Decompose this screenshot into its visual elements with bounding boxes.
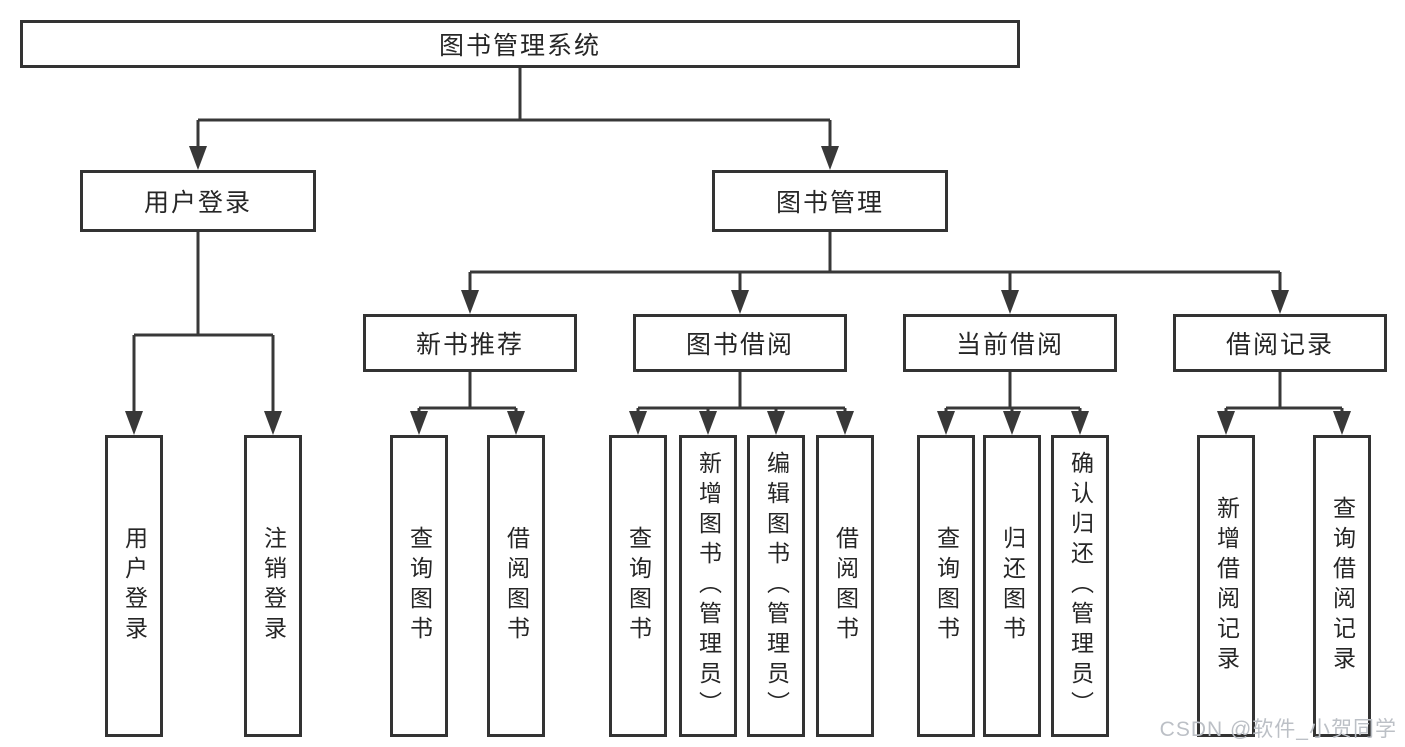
leaf-borrow-books-recommend-label: 借阅图书 bbox=[503, 526, 530, 646]
leaf-logout: 注销登录 bbox=[244, 435, 302, 737]
leaf-add-books-admin-label: 新增图书（管理员） bbox=[695, 451, 722, 721]
arrowhead bbox=[1217, 411, 1235, 435]
leaf-edit-books-admin-label: 编辑图书（管理员） bbox=[763, 451, 790, 721]
node-root-label: 图书管理系统 bbox=[438, 32, 601, 60]
node-borrow-records-label: 借阅记录 bbox=[1225, 331, 1334, 359]
leaf-query-books-recommend-label: 查询图书 bbox=[406, 526, 433, 646]
arrowhead bbox=[767, 411, 785, 435]
node-user-login: 用户登录 bbox=[80, 170, 316, 232]
arrowhead bbox=[189, 146, 207, 170]
node-current-borrow-label: 当前借阅 bbox=[955, 331, 1064, 359]
watermark: CSDN @软件_小贺同学 bbox=[1159, 718, 1397, 741]
connector-path bbox=[944, 372, 1082, 417]
arrowhead bbox=[1271, 290, 1289, 314]
leaf-edit-books-admin: 编辑图书（管理员） bbox=[747, 435, 805, 737]
leaf-return-books: 归还图书 bbox=[983, 435, 1041, 737]
arrowhead bbox=[264, 411, 282, 435]
leaf-logout-label: 注销登录 bbox=[260, 526, 287, 646]
arrowhead bbox=[1001, 290, 1019, 314]
arrowhead bbox=[629, 411, 647, 435]
arrowhead bbox=[821, 146, 839, 170]
leaf-query-borrow-record-label: 查询借阅记录 bbox=[1329, 496, 1356, 676]
leaf-user-login-label: 用户登录 bbox=[121, 526, 148, 646]
arrowhead bbox=[836, 411, 854, 435]
leaf-query-books-borrow: 查询图书 bbox=[609, 435, 667, 737]
node-book-management: 图书管理 bbox=[712, 170, 948, 232]
leaf-query-books-current: 查询图书 bbox=[917, 435, 975, 737]
node-book-management-label: 图书管理 bbox=[775, 189, 884, 217]
node-new-book-recommend: 新书推荐 bbox=[363, 314, 577, 372]
arrowhead bbox=[410, 411, 428, 435]
leaf-add-borrow-record: 新增借阅记录 bbox=[1197, 435, 1255, 737]
node-user-login-label: 用户登录 bbox=[143, 189, 252, 217]
arrowhead bbox=[1071, 411, 1089, 435]
leaf-add-borrow-record-label: 新增借阅记录 bbox=[1213, 496, 1240, 676]
leaf-borrow-books-recommend: 借阅图书 bbox=[487, 435, 545, 737]
arrowhead bbox=[461, 290, 479, 314]
leaf-borrow-books-label: 借阅图书 bbox=[832, 526, 859, 646]
leaf-query-books-borrow-label: 查询图书 bbox=[625, 526, 652, 646]
connector-path bbox=[196, 68, 832, 152]
arrowhead bbox=[731, 290, 749, 314]
leaf-query-books-current-label: 查询图书 bbox=[933, 526, 960, 646]
leaf-query-books-recommend: 查询图书 bbox=[390, 435, 448, 737]
node-current-borrow: 当前借阅 bbox=[903, 314, 1117, 372]
connector-path bbox=[636, 372, 847, 417]
arrowhead bbox=[937, 411, 955, 435]
node-root: 图书管理系统 bbox=[20, 20, 1020, 68]
arrowhead bbox=[125, 411, 143, 435]
leaf-user-login: 用户登录 bbox=[105, 435, 163, 737]
arrowhead bbox=[699, 411, 717, 435]
connector-path bbox=[1224, 372, 1344, 417]
leaf-confirm-return-admin-label: 确认归还（管理员） bbox=[1067, 451, 1094, 721]
connector-path bbox=[468, 232, 1282, 297]
connector-path bbox=[132, 232, 275, 417]
node-borrow-records: 借阅记录 bbox=[1173, 314, 1387, 372]
leaf-borrow-books: 借阅图书 bbox=[816, 435, 874, 737]
arrowhead bbox=[1333, 411, 1351, 435]
node-new-book-recommend-label: 新书推荐 bbox=[415, 331, 524, 359]
leaf-confirm-return-admin: 确认归还（管理员） bbox=[1051, 435, 1109, 737]
arrowhead bbox=[1003, 411, 1021, 435]
leaf-return-books-label: 归还图书 bbox=[999, 526, 1026, 646]
leaf-query-borrow-record: 查询借阅记录 bbox=[1313, 435, 1371, 737]
arrowhead bbox=[507, 411, 525, 435]
leaf-add-books-admin: 新增图书（管理员） bbox=[679, 435, 737, 737]
node-book-borrow: 图书借阅 bbox=[633, 314, 847, 372]
connector-path bbox=[417, 372, 518, 417]
node-book-borrow-label: 图书借阅 bbox=[685, 331, 794, 359]
